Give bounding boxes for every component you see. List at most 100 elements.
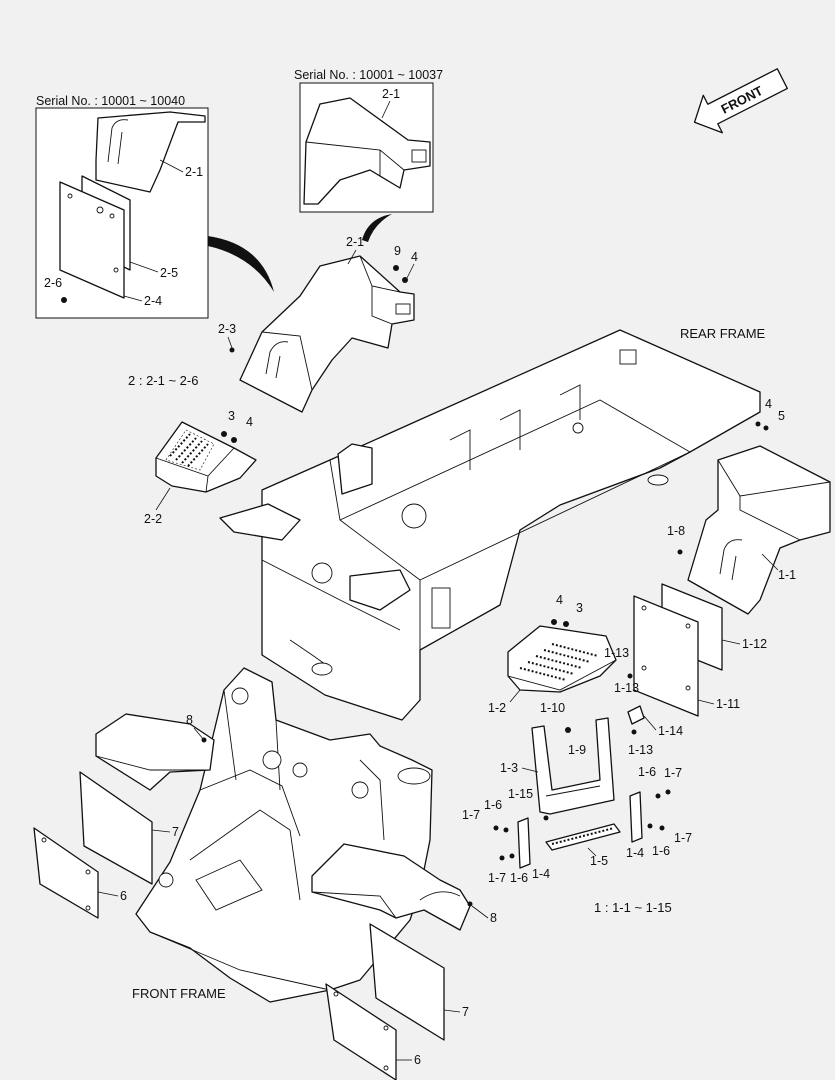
- bolt-1-8: [677, 549, 683, 555]
- fender-1-1: [687, 445, 831, 615]
- callout-left-1-6a: 1-6: [484, 798, 502, 812]
- callout-left-2-2: 2-2: [144, 512, 162, 526]
- callout-inset-left-2-6: 2-6: [44, 276, 62, 290]
- callout-top-4: 4: [411, 250, 418, 264]
- bolt-1-7-la: [493, 825, 499, 831]
- washer-1-6-rb: [647, 823, 653, 829]
- inset-left-fender: [95, 111, 206, 193]
- callout-step-1-5: 1-5: [590, 854, 608, 868]
- callout-inset-right-2-1: 2-1: [382, 87, 400, 101]
- callout-right-4: 4: [765, 397, 772, 411]
- washer-4-step: [551, 619, 557, 625]
- mudflap-7-left: [79, 771, 153, 885]
- tread-1-5: [545, 823, 621, 851]
- callout-step-4: 4: [556, 593, 563, 607]
- bolt-5-right: [763, 425, 769, 431]
- inset-left-pointer: [208, 236, 274, 292]
- bolt-3-step: [563, 621, 569, 627]
- callout-front-8b: 8: [490, 911, 497, 925]
- bolt-1-7-ra: [665, 789, 671, 795]
- callout-step-1-3: 1-3: [500, 761, 518, 775]
- washer-1-6-lb: [509, 853, 515, 859]
- step-assembly: 4 3 1-13 1-13 1-2 1-10 1-14 1-9 1-13 1-3…: [462, 593, 692, 915]
- callout-top-2-3: 2-3: [218, 322, 236, 336]
- mudflap-6-left: [33, 827, 99, 919]
- callout-right-1-12: 1-12: [742, 637, 767, 651]
- inset-left: Serial No. : 10001 ~ 10040 2-1 2-5 2-6 2…: [35, 94, 209, 319]
- callout-right-1-14: 1-14: [658, 724, 683, 738]
- callout-right-1-6a: 1-6: [638, 765, 656, 779]
- step-hanger-1-3: [531, 717, 615, 815]
- serial-note-right: Serial No. : 10001 ~ 10037: [294, 68, 443, 82]
- rear-frame-lug-center: [349, 569, 411, 611]
- callout-right-1-8: 1-8: [667, 524, 685, 538]
- bolt-3-mid: [221, 431, 227, 437]
- callout-front-6a: 6: [120, 889, 127, 903]
- serial-note-left: Serial No. : 10001 ~ 10040: [36, 94, 185, 108]
- callout-left-1-7b: 1-7: [488, 871, 506, 885]
- bracket-1-4-left: [517, 817, 531, 869]
- callout-mid-4: 4: [246, 415, 253, 429]
- callout-right-1-7b: 1-7: [674, 831, 692, 845]
- bolt-2-3: [229, 347, 235, 353]
- washer-4-right: [755, 421, 761, 427]
- callout-front-8a: 8: [186, 713, 193, 727]
- washer-1-6-la: [503, 827, 509, 833]
- front-arrow: FRONT: [693, 68, 788, 134]
- callout-left-1-6b: 1-6: [510, 871, 528, 885]
- inset-left-plate-2-4: [59, 181, 125, 299]
- inset-right-pointer: [362, 214, 392, 242]
- callout-inset-left-2-4: 2-4: [144, 294, 162, 308]
- callout-mid-3: 3: [228, 409, 235, 423]
- callout-right-1-7a: 1-7: [664, 766, 682, 780]
- front-fender-right: [311, 843, 471, 931]
- fender-left-group: 2-1 9 4 2-3 2 : 2-1 ~ 2-6 3 4 2-2: [128, 235, 418, 526]
- rear-frame-lug-left: [219, 503, 301, 541]
- callout-right-5: 5: [778, 409, 785, 423]
- bracket-1-4-right: [629, 791, 643, 843]
- bolt-1-13b: [631, 729, 637, 735]
- caption-group2-range: 2 : 2-1 ~ 2-6: [128, 373, 198, 388]
- bolt-9: [393, 265, 399, 271]
- callout-inset-left-2-5: 2-5: [160, 266, 178, 280]
- callout-right-1-1: 1-1: [778, 568, 796, 582]
- bolt-8-right: [467, 901, 473, 907]
- bolt-1-13a: [627, 673, 633, 679]
- callout-front-6b: 6: [414, 1053, 421, 1067]
- callout-inset-left-2-1: 2-1: [185, 165, 203, 179]
- callout-left-1-4: 1-4: [532, 867, 550, 881]
- callout-right-1-11: 1-11: [716, 697, 740, 711]
- callout-front-7b: 7: [462, 1005, 469, 1019]
- front-frame: 8 7 6 8 7 6 FRONT FRAME: [33, 667, 497, 1080]
- step-2-2-tread: [165, 429, 215, 471]
- callout-right-1-4: 1-4: [626, 846, 644, 860]
- callout-step-1-9: 1-9: [568, 743, 586, 757]
- step-1-2: [507, 625, 617, 693]
- bolt-1-7-rb: [659, 825, 665, 831]
- callout-top-2-1: 2-1: [346, 235, 364, 249]
- callout-step-1-2: 1-2: [488, 701, 506, 715]
- caption-group1-range: 1 : 1-1 ~ 1-15: [594, 900, 672, 915]
- bolt-1-7-lb: [499, 855, 505, 861]
- step-2-2: [155, 421, 257, 493]
- callout-step-3: 3: [576, 601, 583, 615]
- bracket-1-14: [627, 705, 645, 725]
- callout-right-1-13b: 1-13: [614, 681, 639, 695]
- caption-rear-frame: REAR FRAME: [680, 326, 766, 341]
- callout-right-1-13c: 1-13: [628, 743, 653, 757]
- inset-left-bolt-2-6: [61, 297, 67, 303]
- caption-front-frame: FRONT FRAME: [132, 986, 226, 1001]
- callout-top-9: 9: [394, 244, 401, 258]
- callout-step-1-15: 1-15: [508, 787, 533, 801]
- front-fender-left: [95, 713, 215, 791]
- bolt-1-15: [543, 815, 549, 821]
- front-arrow-shape: [693, 68, 788, 134]
- washer-1-6-ra: [655, 793, 661, 799]
- callout-front-7a: 7: [172, 825, 179, 839]
- callout-right-1-13a: 1-13: [604, 646, 629, 660]
- fender-right-group: 4 5 1-8 1-1 1-12 1-11: [633, 397, 831, 717]
- rear-frame-mount: [337, 443, 373, 495]
- mudflap-7-right: [369, 923, 445, 1041]
- callout-left-1-7a: 1-7: [462, 808, 480, 822]
